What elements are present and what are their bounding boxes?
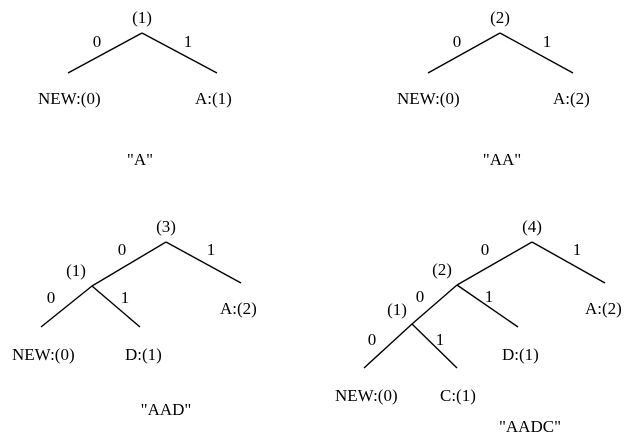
leaf-node-label: A:(2) xyxy=(553,89,590,108)
edge-r-n xyxy=(67,32,143,74)
leaf-node-label: D:(1) xyxy=(502,345,539,364)
leaf-node-label: C:(1) xyxy=(440,386,476,405)
internal-node-weight: (4) xyxy=(522,217,542,236)
edge-bit-label: 0 xyxy=(118,240,127,259)
internal-node-weight: (1) xyxy=(387,300,407,319)
edge-i2-d xyxy=(456,284,519,328)
tree-2: 0 1 (2) NEW:(0) A:(2) "AA" xyxy=(397,8,590,169)
edge-r-i2 xyxy=(456,241,533,286)
edge-bit-label: 1 xyxy=(543,32,552,51)
edge-r-n xyxy=(427,32,501,74)
leaf-node-label: A:(1) xyxy=(195,89,232,108)
edge-bit-label: 1 xyxy=(184,32,193,51)
leaf-node-label: NEW:(0) xyxy=(38,89,101,108)
edge-i1-d xyxy=(91,285,141,328)
leaf-node-label: A:(2) xyxy=(585,299,622,318)
edge-r-i1 xyxy=(91,241,167,287)
internal-node-weight: (3) xyxy=(156,217,176,236)
internal-node-weight: (2) xyxy=(490,8,510,27)
edge-i2-i1 xyxy=(411,284,458,325)
internal-node-weight: (1) xyxy=(132,8,152,27)
leaf-node-label: NEW:(0) xyxy=(12,345,75,364)
edge-i1-c xyxy=(411,323,458,369)
edge-r-a xyxy=(531,241,606,284)
edge-bit-label: 1 xyxy=(207,240,216,259)
edge-bit-label: 0 xyxy=(368,330,377,349)
tree-caption: "AAD" xyxy=(141,400,192,419)
tree-3: 0 1 0 1 (3) (1) A:(2) NEW:(0) D:(1) "AAD" xyxy=(12,217,257,419)
edge-bit-label: 1 xyxy=(121,288,130,307)
edge-r-a xyxy=(141,32,218,74)
edge-r-a xyxy=(165,241,242,284)
leaf-node-label: NEW:(0) xyxy=(335,386,398,405)
edge-i1-n xyxy=(40,285,93,328)
edge-i1-n xyxy=(363,323,413,369)
tree-caption: "AA" xyxy=(483,150,521,169)
leaf-node-label: D:(1) xyxy=(125,345,162,364)
edge-bit-label: 0 xyxy=(453,32,462,51)
internal-node-weight: (2) xyxy=(432,260,452,279)
tree-1: 0 1 (1) NEW:(0) A:(1) "A" xyxy=(38,8,232,169)
tree-caption: "A" xyxy=(127,150,153,169)
internal-node-weight: (1) xyxy=(66,261,86,280)
edge-bit-label: 0 xyxy=(47,288,56,307)
edge-bit-label: 1 xyxy=(573,240,582,259)
edge-bit-label: 0 xyxy=(481,240,490,259)
tree-4: 0 1 0 1 0 1 (4) (2) A:(2) (1) D:(1) NEW:(0) C:(1) "AA… xyxy=(335,217,622,436)
leaf-node-label: NEW:(0) xyxy=(397,89,460,108)
tree-caption: "AADC" xyxy=(499,417,561,436)
edge-bit-label: 1 xyxy=(436,330,445,349)
edge-bit-label: 0 xyxy=(93,32,102,51)
edge-bit-label: 1 xyxy=(485,287,494,306)
edge-bit-label: 0 xyxy=(416,287,425,306)
leaf-node-label: A:(2) xyxy=(220,299,257,318)
edge-r-a xyxy=(499,32,574,74)
